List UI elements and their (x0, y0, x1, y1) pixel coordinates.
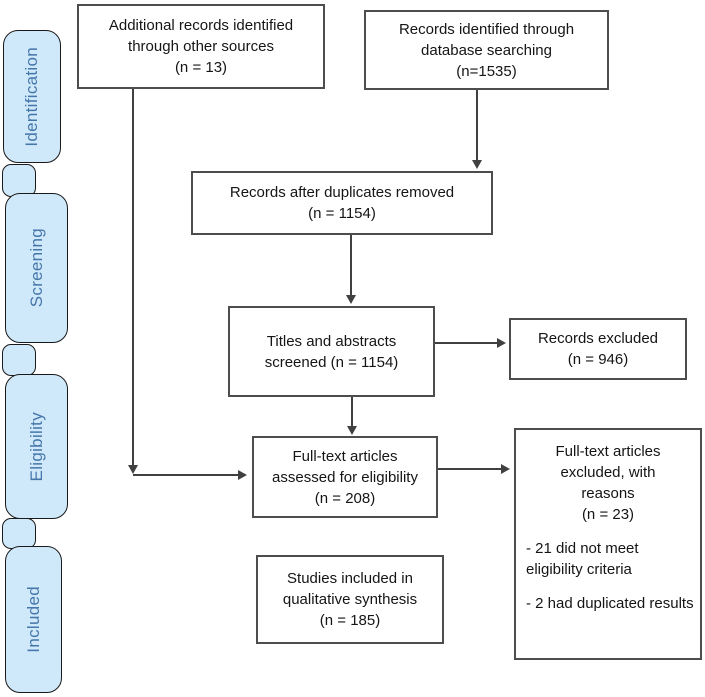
box-text-line: Full-text articles (555, 443, 661, 460)
box-text-line: through other sources (128, 38, 274, 55)
arrow-screened-to-fulltext-line (351, 397, 353, 426)
box-text-line: (n = 13) (174, 59, 228, 76)
box-text-line: reasons (581, 485, 635, 502)
stage-screening-label: Screening (26, 228, 46, 308)
additional-records-box: Additional records identified through ot… (77, 4, 325, 89)
box-text-line: database searching (421, 41, 552, 59)
arrow-duplicates-to-screened-head (346, 295, 356, 304)
stage-eligibility: Eligibility (5, 374, 68, 519)
stage-eligibility-label: Eligibility (26, 411, 46, 482)
box-text-line: Additional records identified (108, 17, 294, 34)
exclusion-reasons: - 21 did not meet eligibility criteria -… (516, 525, 700, 614)
after-duplicates-box: Records after duplicates removed (n = 11… (191, 171, 493, 235)
arrow-screened-to-fulltext-head (347, 426, 357, 435)
box-text-line: (n = 185) (319, 612, 381, 629)
arrow-other-sources-down-head (128, 465, 138, 474)
box-text-line: Full-text articles (292, 447, 398, 465)
arrow-database-to-duplicates-line (476, 90, 478, 160)
box-text-line: screened (n = 1154) (264, 353, 399, 371)
box-text-line: (n = 208) (314, 489, 376, 507)
stage-included: Included (5, 546, 62, 693)
box-text-line: excluded, with (560, 464, 656, 481)
stage-identification: Identification (3, 30, 61, 163)
database-records-box: Records identified through database sear… (364, 10, 609, 90)
arrow-fulltext-to-excluded-head (501, 464, 510, 474)
stage-screening: Screening (5, 193, 68, 343)
stage-connector (2, 344, 36, 376)
arrow-screened-to-excluded-head (497, 338, 506, 348)
arrow-other-sources-right-line (133, 474, 239, 476)
box-text-line: Titles and abstracts (266, 332, 397, 350)
box-text-line: Records after duplicates removed (229, 184, 455, 201)
studies-included-box: Studies included in qualitative synthesi… (256, 555, 444, 644)
fulltext-excluded-box: Full-text articles excluded, with reason… (514, 428, 702, 660)
arrow-screened-to-excluded-line (435, 342, 497, 344)
box-text-line: (n = 23) (581, 506, 635, 523)
stage-connector (2, 164, 36, 197)
box-text-line: assessed for eligibility (272, 468, 418, 486)
arrow-fulltext-to-excluded-line (438, 468, 501, 470)
box-text-line: (n=1535) (456, 62, 517, 80)
box-text-line: Records excluded (537, 330, 659, 347)
arrow-database-to-duplicates-head (472, 160, 482, 169)
exclusion-reason-item: - 2 had duplicated results (526, 595, 694, 612)
arrow-duplicates-to-screened-line (350, 235, 352, 295)
titles-screened-box: Titles and abstracts screened (n = 1154) (228, 306, 435, 397)
box-text-line: qualitative synthesis (282, 591, 418, 608)
exclusion-reason-item: - 21 did not meet eligibility criteria (526, 540, 639, 578)
box-text-line: (n = 1154) (308, 205, 376, 222)
fulltext-assessed-box: Full-text articles assessed for eligibil… (252, 436, 438, 518)
records-excluded-box: Records excluded (n = 946) (509, 318, 687, 380)
arrow-other-sources-down-line (132, 89, 134, 465)
stage-connector (2, 518, 36, 549)
box-text-line: Studies included in (287, 570, 413, 587)
stage-included-label: Included (23, 586, 43, 653)
arrow-other-sources-right-head (238, 470, 247, 480)
stage-identification-label: Identification (22, 46, 41, 147)
box-text-line: Records identified through (398, 20, 575, 38)
box-text-line: (n = 946) (567, 351, 629, 368)
